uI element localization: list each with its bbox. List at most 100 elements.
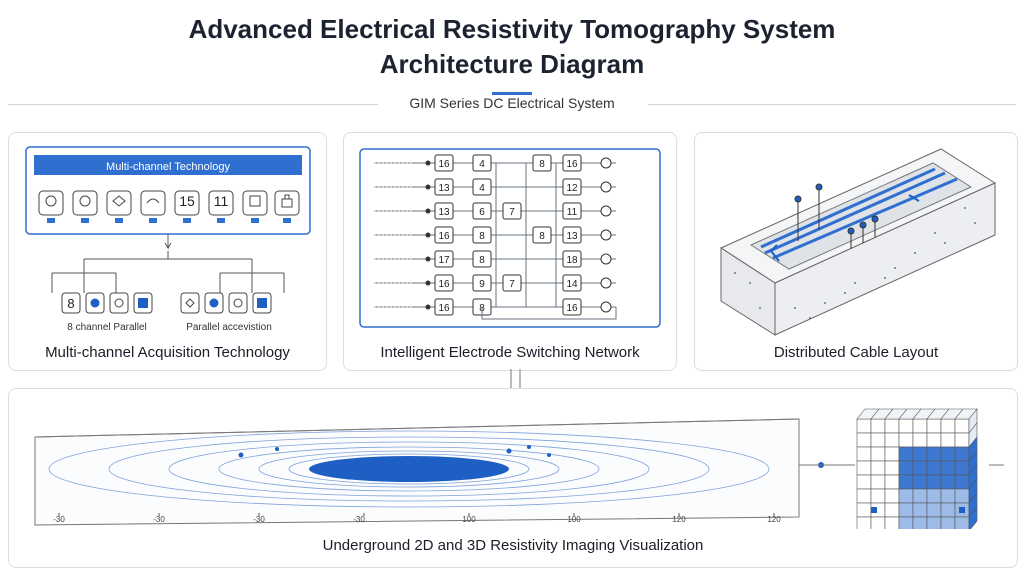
cube-cell	[870, 446, 886, 462]
switch-cell-box	[532, 226, 552, 244]
cube-cell	[926, 418, 942, 434]
cube-cell	[912, 418, 928, 434]
switch-cell-value: 8	[479, 231, 485, 242]
switch-cell-box	[532, 154, 552, 172]
switch-cell-box	[434, 154, 454, 172]
depth-tick-label: -30	[153, 515, 165, 524]
switch-cell-value: 16	[438, 231, 450, 242]
resistivity-3d-cube	[856, 408, 978, 529]
switch-cell-box	[502, 274, 522, 292]
switch-node	[425, 256, 431, 262]
switch-node	[425, 184, 431, 190]
switch-cell-value: 8	[539, 159, 545, 170]
cube-cell	[940, 516, 956, 529]
module-value-1: 15	[179, 193, 195, 209]
depth-tick-label: 100	[567, 515, 581, 524]
panel-multichannel: Multi-channel Technology 15 11	[8, 132, 327, 371]
switch-cell-value: 13	[566, 231, 578, 242]
caption-switching: Intelligent Electrode Switching Network	[380, 344, 640, 361]
left-group-modules: 8	[61, 292, 153, 314]
cube-marker	[959, 507, 965, 513]
cube-cell	[926, 502, 942, 518]
switch-cell-value: 13	[438, 207, 450, 218]
channel-modules: 15 11	[38, 190, 300, 223]
cube-cell	[884, 474, 900, 490]
depth-tick-label: 100	[462, 515, 476, 524]
depth-tick-label: 120	[672, 515, 686, 524]
cube-cell	[856, 502, 872, 518]
tree-connectors	[51, 234, 285, 293]
channel-module-5	[174, 190, 200, 216]
cube-cell	[940, 418, 956, 434]
caption-cable-layout: Distributed Cable Layout	[773, 344, 939, 361]
channel-module-3	[106, 190, 132, 216]
cube-cell	[884, 460, 900, 476]
right-group-label: Parallel accevistion	[186, 322, 272, 333]
section-top-edge	[34, 418, 800, 438]
banner-bar	[34, 155, 302, 175]
cube-cell	[856, 418, 872, 434]
cube-cell	[940, 446, 956, 462]
low-resistivity-anomaly	[309, 456, 509, 482]
cube-cell	[912, 446, 928, 462]
channel-module-4	[140, 190, 166, 216]
switch-cell-box	[434, 226, 454, 244]
channel-module-1	[38, 190, 64, 216]
cube-cell	[870, 488, 886, 504]
banner-label: Multi-channel Technology	[106, 161, 230, 173]
cube-cell	[912, 432, 928, 448]
switch-cell-value: 16	[566, 159, 578, 170]
cube-cell	[870, 418, 886, 434]
switch-cell-value: 6	[479, 207, 485, 218]
cube-cell	[926, 516, 942, 529]
switch-cell-box	[472, 274, 492, 292]
switch-cell-value: 16	[438, 279, 450, 290]
cube-cell	[856, 488, 872, 504]
cube-cell	[884, 502, 900, 518]
cube-cell	[884, 446, 900, 462]
module-led-1	[47, 218, 55, 223]
switch-cell-value: 12	[566, 183, 578, 194]
page-title-line-2: Architecture Diagram	[379, 49, 645, 79]
concrete-speckle	[734, 207, 976, 319]
switch-cell-box	[562, 250, 582, 268]
switch-cell-box	[434, 298, 454, 316]
switch-cell-value: 18	[566, 255, 578, 266]
module-value-2: 11	[214, 193, 229, 209]
subtitle: GIM Series DC Electrical System	[409, 95, 615, 111]
module-icon-1	[45, 195, 57, 207]
switch-cell-box	[472, 226, 492, 244]
module-icon-4	[146, 198, 160, 204]
switch-node	[425, 280, 431, 286]
switch-cell-value: 7	[509, 207, 515, 218]
module-led-6	[217, 218, 225, 223]
caption-multichannel: Multi-channel Acquisition Technology	[45, 344, 290, 361]
switch-cell-box	[562, 298, 582, 316]
cube-cell	[856, 474, 872, 490]
switch-node	[425, 208, 431, 214]
cube-cell	[954, 446, 970, 462]
cube-cell	[926, 432, 942, 448]
cube-cell	[954, 418, 970, 434]
cable-line	[760, 167, 958, 260]
depth-tick-label: -30	[253, 515, 265, 524]
left-group-first-value: 8	[67, 296, 74, 311]
cube-cell	[898, 446, 914, 462]
switch-cell-value: 11	[567, 207, 578, 218]
slab-front-face	[774, 182, 996, 336]
cube-cell	[870, 460, 886, 476]
switch-return-loop	[481, 307, 617, 320]
cube-cell	[940, 502, 956, 518]
switch-cell-value: 16	[438, 303, 450, 314]
switch-output-icon	[600, 157, 612, 169]
cube-cell	[898, 432, 914, 448]
cable-layout-illustration	[719, 148, 997, 336]
switch-cell-value: 8	[479, 255, 485, 266]
switch-cell-box	[472, 154, 492, 172]
electrode-probes	[794, 183, 879, 249]
cube-cell	[940, 474, 956, 490]
page-title-line-1: Advanced Electrical Resistivity Tomograp…	[188, 14, 836, 44]
switch-output-icon	[600, 277, 612, 289]
